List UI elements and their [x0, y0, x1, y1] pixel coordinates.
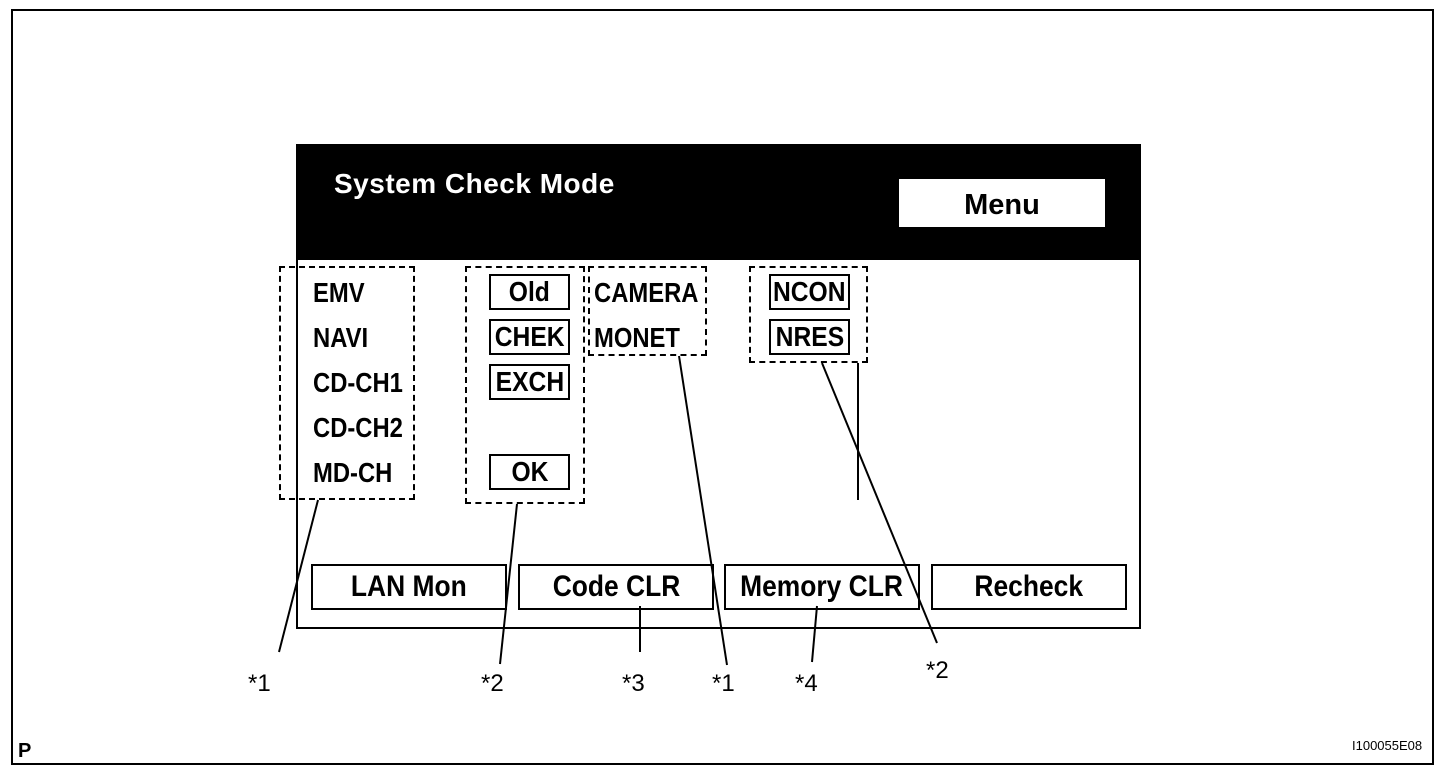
screen-title: System Check Mode [334, 168, 615, 199]
callout-label: *4 [795, 670, 818, 697]
dashed-group-unit-list [279, 266, 415, 500]
unit-label-emv: EMV [313, 277, 365, 308]
unit-label-navi: NAVI [313, 322, 369, 353]
unit-label-monet: MONET [594, 322, 680, 353]
callout-label: *1 [248, 670, 271, 697]
callout-label: *2 [481, 670, 504, 697]
callout-label: *3 [622, 670, 645, 697]
corner-letter: P [18, 740, 32, 762]
figure-id: I100055E08 [1352, 738, 1423, 753]
system-check-screen: System Check Mode Menu EMV NAVI CD-CH1 C… [296, 144, 1141, 629]
status-button-ncon[interactable]: NCON [769, 274, 850, 310]
status-button-nres[interactable]: NRES [769, 319, 850, 355]
status-button-chek[interactable]: CHEK [489, 319, 570, 355]
dashed-group-status-buttons [465, 266, 585, 504]
status-button-old[interactable]: Old [489, 274, 570, 310]
callout-label: *1 [712, 670, 735, 697]
unit-label-cd-ch1: CD-CH1 [313, 367, 403, 398]
unit-label-md-ch: MD-CH [313, 457, 393, 488]
code-clr-button[interactable]: Code CLR [518, 564, 714, 610]
dashed-group-camera-list [588, 266, 707, 356]
menu-button[interactable]: Menu [899, 179, 1105, 227]
callout-label: *2 [926, 657, 949, 684]
recheck-button[interactable]: Recheck [931, 564, 1127, 610]
title-bar: System Check Mode Menu [298, 146, 1139, 260]
dashed-group-right-buttons [749, 266, 868, 363]
status-button-ok[interactable]: OK [489, 454, 570, 490]
unit-label-cd-ch2: CD-CH2 [313, 412, 403, 443]
lan-mon-button[interactable]: LAN Mon [311, 564, 507, 610]
unit-label-camera: CAMERA [594, 277, 699, 308]
memory-clr-button[interactable]: Memory CLR [724, 564, 920, 610]
status-button-exch[interactable]: EXCH [489, 364, 570, 400]
figure-frame [11, 9, 1434, 765]
